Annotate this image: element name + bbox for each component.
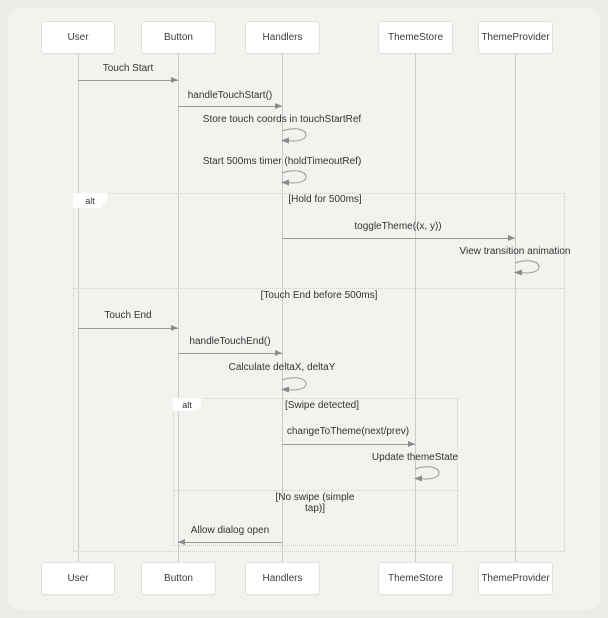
message-toggle-theme: toggleTheme((x, y)) [354, 221, 442, 232]
message-view-transition: View transition animation [459, 246, 571, 257]
arrow-handle-touch-start [178, 103, 282, 109]
self-loop-icon [281, 377, 307, 393]
participant-button-bottom: Button [141, 562, 216, 595]
arrow-change-theme [282, 441, 415, 447]
message-handle-touch-end: handleTouchEnd() [189, 336, 271, 347]
participant-button-top: Button [141, 21, 216, 54]
diagram-card [8, 8, 600, 610]
message-change-theme: changeToTheme(next/prev) [286, 426, 410, 437]
participant-themeprovider-top: ThemeProvider [478, 21, 553, 54]
message-calc-delta: Calculate deltaX, deltaY [228, 362, 336, 373]
participant-themeprovider-bottom: ThemeProvider [478, 562, 553, 595]
self-loop-icon [281, 170, 307, 186]
lifeline-button [178, 54, 179, 562]
alt-fragment-outer [73, 193, 565, 552]
message-start-timer: Start 500ms timer (holdTimeoutRef) [202, 156, 362, 167]
participant-user-top: User [41, 21, 115, 54]
lifeline-themestore [415, 54, 416, 562]
lifeline-user [78, 54, 79, 562]
lifeline-handlers [282, 54, 283, 562]
participant-themestore-bottom: ThemeStore [378, 562, 453, 595]
alt-inner-condition-no-swipe: [No swipe (simple tap)] [275, 492, 355, 514]
arrow-toggle-theme [282, 235, 515, 241]
arrow-allow-dialog [178, 539, 282, 545]
lifeline-themeprovider [515, 54, 516, 562]
arrow-handle-touch-end [178, 350, 282, 356]
alt-inner-condition-swipe: [Swipe detected] [285, 400, 359, 411]
message-touch-start: Touch Start [102, 63, 154, 74]
self-loop-icon [514, 260, 540, 276]
message-touch-end: Touch End [104, 310, 152, 321]
participant-user-bottom: User [41, 562, 115, 595]
participant-handlers-bottom: Handlers [245, 562, 320, 595]
self-loop-icon [414, 466, 440, 482]
alt-outer-condition-touch-end: [Touch End before 500ms] [260, 290, 378, 301]
arrow-touch-end [78, 325, 178, 331]
message-update-state: Update themeState [371, 452, 459, 463]
message-store-coords: Store touch coords in touchStartRef [202, 114, 362, 125]
alt-outer-label: alt [73, 193, 107, 208]
participant-handlers-top: Handlers [245, 21, 320, 54]
alt-fragment-inner [173, 398, 458, 546]
alt-inner-label: alt [173, 398, 201, 411]
alt-outer-condition-hold: [Hold for 500ms] [288, 194, 362, 205]
alt-inner-else-divider [173, 490, 458, 491]
self-loop-icon [281, 128, 307, 144]
alt-outer-else-divider [73, 288, 565, 289]
message-allow-dialog: Allow dialog open [190, 525, 270, 536]
participant-themestore-top: ThemeStore [378, 21, 453, 54]
message-handle-touch-start: handleTouchStart() [187, 90, 273, 101]
arrow-touch-start [78, 77, 178, 83]
